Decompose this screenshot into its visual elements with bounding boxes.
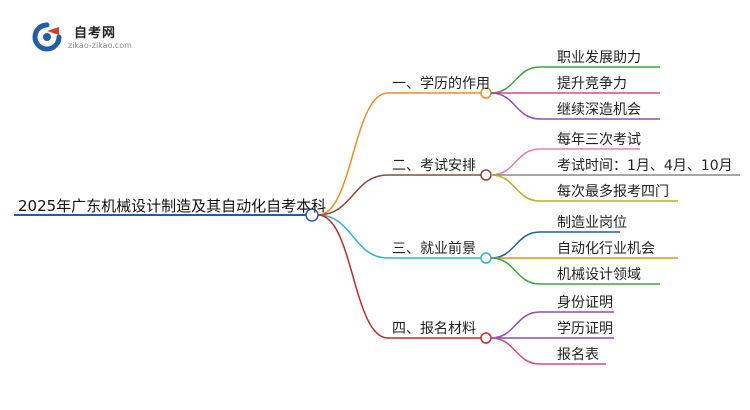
branch-topic[interactable]: 四、报名材料 [392,321,476,337]
leaf-topic[interactable]: 职业发展助力 [557,50,641,66]
branch-node [480,252,492,264]
branch-connector [317,92,389,216]
leaf-topic[interactable]: 自动化行业机会 [557,241,655,257]
leaf-topic[interactable]: 考试时间：1月、4月、10月 [557,158,733,174]
leaf-connector [490,257,541,285]
leaf-connector [490,311,541,339]
leaf-connector [490,337,541,365]
branch-topic[interactable]: 二、考试安排 [392,158,476,174]
leaf-topic[interactable]: 学历证明 [557,321,613,337]
branch-connector [317,214,389,339]
leaf-connector [490,231,541,259]
leaf-topic[interactable]: 每年三次考试 [557,132,641,148]
site-logo[interactable]: 自考网 zikao-zikao.com [30,20,140,54]
leaf-connector [490,174,541,202]
root-topic[interactable]: 2025年广东机械设计制造及其自动化自考本科 [18,197,327,215]
leaf-topic[interactable]: 报名表 [557,347,599,363]
branch-node [480,169,492,181]
leaf-topic[interactable]: 机械设计领域 [557,267,641,283]
logo-mark-icon [32,22,62,52]
leaf-topic[interactable]: 制造业岗位 [557,215,627,231]
branch-connector [317,174,389,216]
logo-title: 自考网 [74,26,117,41]
branch-connector [317,214,389,259]
leaf-connector [490,66,541,94]
leaf-topic[interactable]: 身份证明 [557,295,613,311]
branch-node [480,332,492,344]
leaf-connector [490,92,541,120]
branch-topic[interactable]: 一、学历的作用 [392,76,490,92]
leaf-topic[interactable]: 提升竞争力 [557,76,627,92]
logo-url: zikao-zikao.com [68,41,132,50]
leaf-topic[interactable]: 继续深造机会 [557,102,641,118]
leaf-topic[interactable]: 每次最多报考四门 [557,184,669,200]
leaf-connector [490,148,541,176]
branch-topic[interactable]: 三、就业前景 [392,241,476,257]
